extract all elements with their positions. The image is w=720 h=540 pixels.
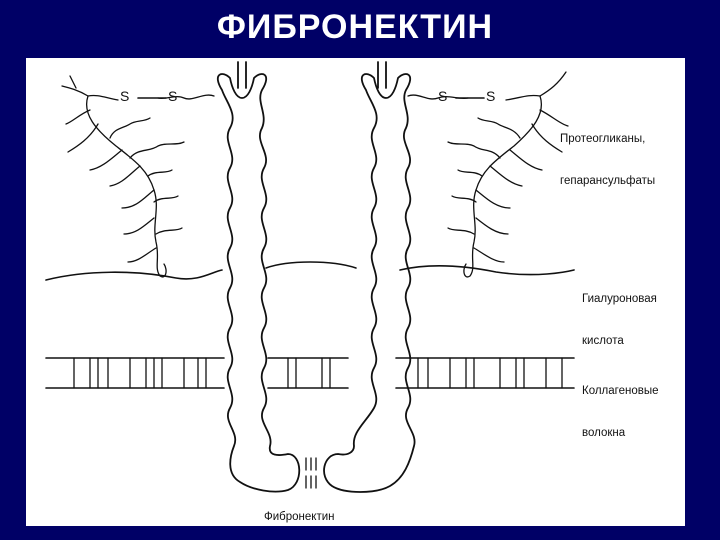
proteoglycans-label-line2: гепарансульфаты xyxy=(560,175,656,187)
proteoglycan-left xyxy=(61,75,215,278)
slide-title: ФИБРОНЕКТИН xyxy=(216,8,494,46)
proteoglycans-label-line1: Протеогликаны, xyxy=(560,133,646,145)
sulfur-label-left-1: S xyxy=(120,88,130,104)
sulfur-label-right-1: S xyxy=(438,88,448,104)
fibronectin-chain-right xyxy=(323,61,416,493)
collagen-fibers-label-line2: волокна xyxy=(582,427,626,439)
hyaluronic-acid-left xyxy=(45,269,223,281)
collagen-fibers-label-line1: Коллагеновые xyxy=(582,385,659,397)
proteoglycans-label: Протеогликаны, гепарансульфаты xyxy=(560,104,655,216)
hyaluronic-acid-label-line1: Гиалуроновая xyxy=(582,293,657,305)
proteoglycan-right xyxy=(407,71,569,278)
hyaluronic-acid-label: Гиалуроновая кислота xyxy=(582,264,657,376)
hyaluronic-acid-right xyxy=(399,264,575,276)
collagen-fibers-label: Коллагеновые волокна xyxy=(582,356,659,468)
collagen-fiber-right xyxy=(395,357,575,389)
fibronectin-label: Фибронектин xyxy=(264,511,335,523)
interchain-bridge xyxy=(305,457,317,489)
collagen-fiber-left xyxy=(45,357,225,389)
fibronectin-diagram xyxy=(45,61,575,493)
fibronectin-chain-left xyxy=(217,61,301,493)
sulfur-label-right-2: S xyxy=(486,88,496,104)
hyaluronic-acid-middle xyxy=(265,261,357,269)
sulfur-label-left-2: S xyxy=(168,88,178,104)
diagram-panel: S S S S Протеогликаны, гепарансульфаты Г… xyxy=(26,58,685,526)
collagen-fiber-middle xyxy=(267,357,349,389)
hyaluronic-acid-label-line2: кислота xyxy=(582,335,624,347)
